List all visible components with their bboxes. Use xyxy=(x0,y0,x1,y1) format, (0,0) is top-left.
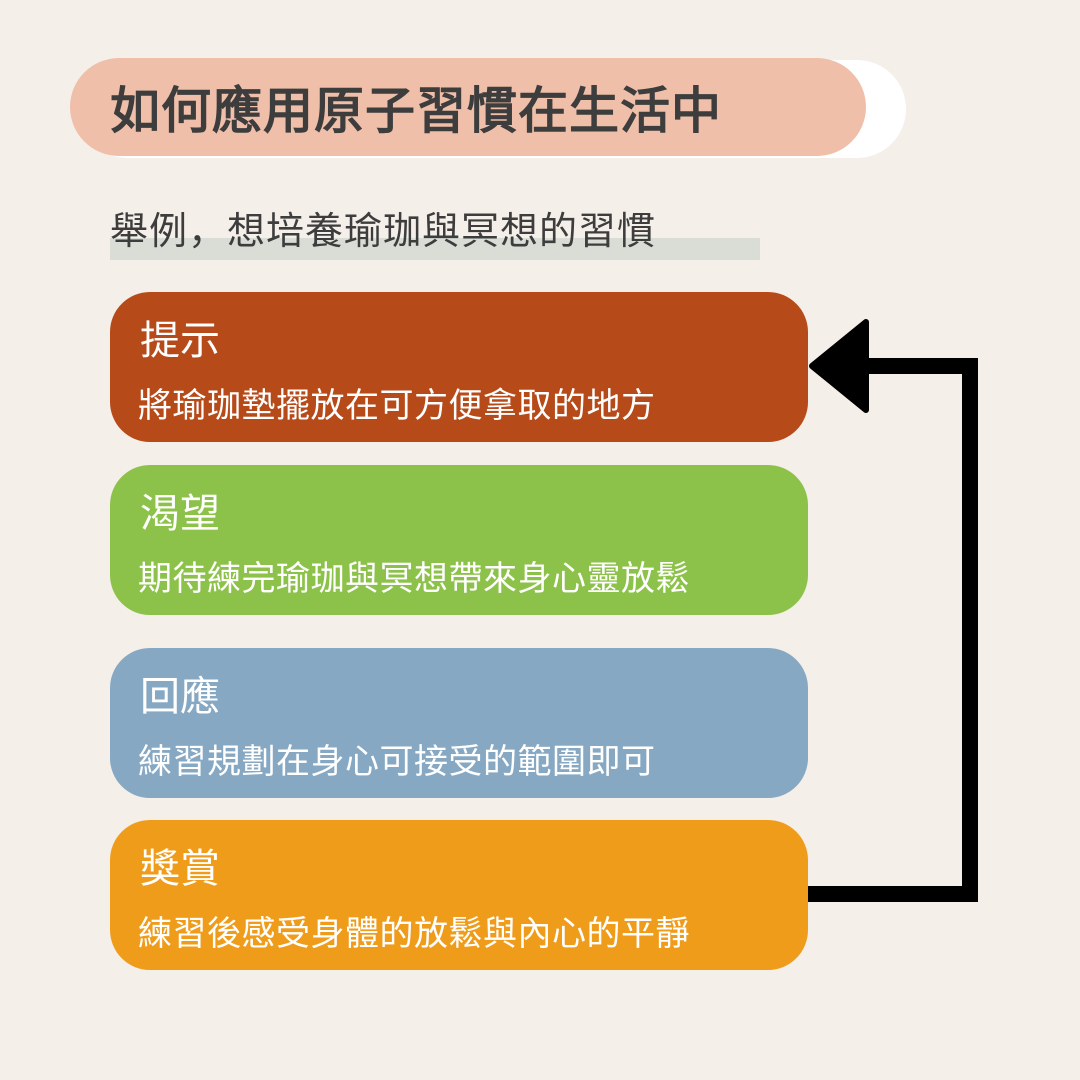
step-heading: 獎賞 xyxy=(140,846,220,892)
step-description: 練習後感受身體的放鬆與內心的平靜 xyxy=(138,914,690,954)
page-title: 如何應用原子習慣在生活中 xyxy=(110,82,722,140)
step-card-craving: 渴望 期待練完瑜珈與冥想帶來身心靈放鬆 xyxy=(110,465,808,615)
subtitle-highlight xyxy=(110,238,760,260)
step-heading: 提示 xyxy=(140,318,220,364)
title-pill: 如何應用原子習慣在生活中 xyxy=(70,58,866,156)
step-card-reward: 獎賞 練習後感受身體的放鬆與內心的平靜 xyxy=(110,820,808,970)
step-description: 練習規劃在身心可接受的範圍即可 xyxy=(138,742,656,782)
subtitle: 舉例，想培養瑜珈與冥想的習慣 xyxy=(110,209,657,253)
step-description: 期待練完瑜珈與冥想帶來身心靈放鬆 xyxy=(138,559,690,599)
subtitle-block: 舉例，想培養瑜珈與冥想的習慣 xyxy=(110,200,760,260)
step-description: 將瑜珈墊擺放在可方便拿取的地方 xyxy=(138,386,656,426)
step-heading: 回應 xyxy=(140,674,220,720)
loop-arrow-head xyxy=(809,319,869,413)
step-card-cue: 提示 將瑜珈墊擺放在可方便拿取的地方 xyxy=(110,292,808,442)
step-card-response: 回應 練習規劃在身心可接受的範圍即可 xyxy=(110,648,808,798)
step-heading: 渴望 xyxy=(140,491,220,537)
loop-arrow-line xyxy=(808,358,978,902)
